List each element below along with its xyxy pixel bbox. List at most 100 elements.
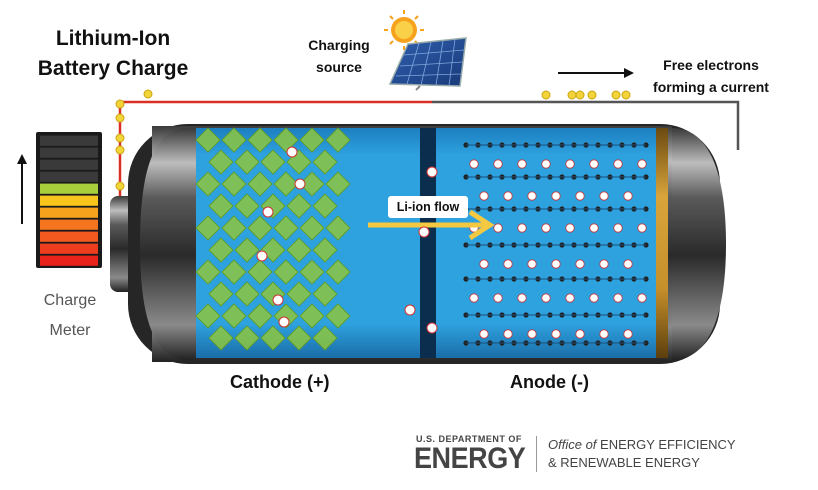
crystal-cell bbox=[247, 215, 273, 241]
electron bbox=[587, 90, 597, 100]
li-ion bbox=[503, 191, 513, 201]
li-ion bbox=[599, 191, 609, 201]
separator bbox=[420, 128, 436, 358]
crystal-cell bbox=[273, 215, 299, 241]
crystal-cell bbox=[221, 171, 247, 197]
electron bbox=[541, 90, 551, 100]
li-ion bbox=[541, 293, 551, 303]
anode-graphite-layers bbox=[463, 142, 649, 346]
charging-source-line-1: Charging bbox=[308, 37, 370, 53]
crystal-cell bbox=[312, 281, 338, 307]
crystal-cell bbox=[208, 193, 234, 219]
li-ion bbox=[517, 159, 527, 169]
li-ion bbox=[613, 159, 623, 169]
crystal-cell bbox=[312, 325, 338, 351]
crystal-cell bbox=[286, 237, 312, 263]
cathode-crystal-lattice bbox=[195, 127, 351, 351]
crystal-cell bbox=[208, 281, 234, 307]
free-electrons-line-2: forming a current bbox=[653, 79, 769, 95]
charge-meter-segment bbox=[40, 183, 98, 194]
charge-meter-segment bbox=[40, 147, 98, 158]
anode-label: Anode (-) bbox=[510, 372, 589, 392]
crystal-cell bbox=[247, 127, 273, 153]
crystal-cell bbox=[195, 215, 221, 241]
li-ion bbox=[527, 191, 537, 201]
li-ion bbox=[623, 191, 633, 201]
crystal-cell bbox=[312, 149, 338, 175]
li-ion bbox=[493, 223, 503, 233]
doe-energy-wordmark: ENERGY bbox=[414, 442, 526, 475]
charge-up-arrow bbox=[17, 154, 27, 224]
crystal-cell bbox=[234, 149, 260, 175]
li-ion bbox=[256, 250, 268, 262]
li-ion bbox=[493, 293, 503, 303]
li-ion bbox=[575, 259, 585, 269]
charge-meter-segment bbox=[40, 231, 98, 242]
li-ion bbox=[599, 259, 609, 269]
li-ion bbox=[613, 293, 623, 303]
crystal-cell bbox=[286, 281, 312, 307]
crystal-cell bbox=[247, 303, 273, 329]
electron bbox=[115, 99, 125, 109]
crystal-cell bbox=[208, 325, 234, 351]
crystal-cell bbox=[195, 127, 221, 153]
li-ion bbox=[517, 293, 527, 303]
eere-office-line-1: ENERGY EFFICIENCY bbox=[600, 437, 736, 452]
crystal-cell bbox=[299, 171, 325, 197]
crystal-cell bbox=[247, 171, 273, 197]
crystal-cell bbox=[325, 127, 351, 153]
electron bbox=[115, 181, 125, 191]
li-ion bbox=[599, 329, 609, 339]
li-ion bbox=[272, 294, 284, 306]
crystal-cell bbox=[312, 237, 338, 263]
charge-meter bbox=[36, 132, 102, 268]
li-ion bbox=[613, 223, 623, 233]
li-ion bbox=[637, 293, 647, 303]
li-ion bbox=[551, 191, 561, 201]
crystal-cell bbox=[273, 259, 299, 285]
crystal-cell bbox=[299, 215, 325, 241]
electron bbox=[115, 113, 125, 123]
crystal-cell bbox=[325, 171, 351, 197]
sun-icon bbox=[384, 10, 424, 50]
title-line-2: Battery Charge bbox=[37, 57, 189, 80]
electron bbox=[611, 90, 621, 100]
charge-meter-segment bbox=[40, 207, 98, 218]
li-ion bbox=[623, 259, 633, 269]
li-ion-flow-arrow bbox=[368, 209, 495, 241]
charge-meter-segment bbox=[40, 135, 98, 146]
li-ion bbox=[404, 304, 416, 316]
li-ion bbox=[565, 223, 575, 233]
li-ion bbox=[589, 223, 599, 233]
crystal-cell bbox=[221, 259, 247, 285]
charge-meter-segment bbox=[40, 255, 98, 266]
li-ion bbox=[541, 159, 551, 169]
li-ion bbox=[503, 329, 513, 339]
crystal-cell bbox=[299, 259, 325, 285]
logo-divider bbox=[536, 436, 537, 472]
cathode-label: Cathode (+) bbox=[230, 372, 330, 392]
crystal-cell bbox=[286, 193, 312, 219]
li-ion bbox=[426, 322, 438, 334]
eere-line-1: Office of ENERGY EFFICIENCY bbox=[548, 437, 736, 452]
crystal-cell bbox=[273, 127, 299, 153]
li-ion bbox=[286, 146, 298, 158]
li-ion bbox=[527, 259, 537, 269]
li-ion bbox=[493, 159, 503, 169]
battery-left-cap bbox=[140, 128, 196, 360]
electron bbox=[567, 90, 577, 100]
doe-dept-small-text: U.S. DEPARTMENT OF bbox=[416, 434, 522, 444]
crystal-cell bbox=[234, 325, 260, 351]
charge-meter-label-line-2: Meter bbox=[49, 322, 91, 339]
crystal-cell bbox=[195, 259, 221, 285]
li-ion bbox=[479, 329, 489, 339]
electron bbox=[575, 90, 585, 100]
crystal-cell bbox=[247, 259, 273, 285]
li-ion bbox=[262, 206, 274, 218]
li-ion bbox=[623, 329, 633, 339]
li-ion bbox=[565, 159, 575, 169]
li-ion bbox=[637, 159, 647, 169]
eere-office-prefix: Office of bbox=[548, 437, 597, 452]
free-electrons-label: Free electrons forming a current bbox=[636, 54, 786, 98]
